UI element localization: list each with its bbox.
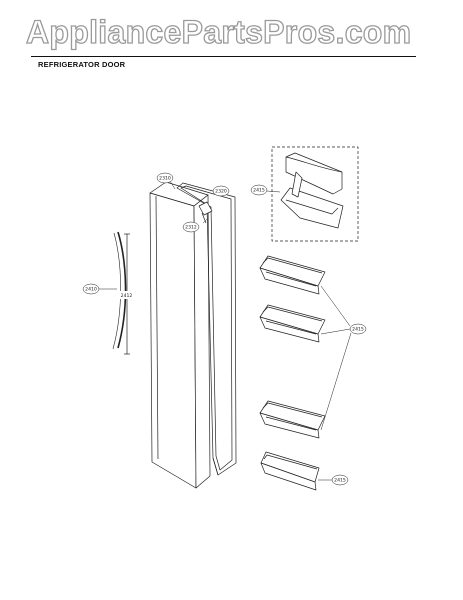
svg-text:2412: 2412: [121, 293, 133, 299]
door-panel: [149, 181, 211, 489]
door-bin-1: [259, 255, 326, 295]
callout-door-handle: 2410: [82, 283, 100, 295]
page-title: REFRIGERATOR DOOR: [38, 60, 126, 69]
svg-text:2310: 2310: [159, 176, 171, 182]
svg-text:2312: 2312: [185, 225, 197, 231]
door-bin-2: [259, 304, 326, 343]
door-bin-3: [259, 400, 326, 439]
svg-text:2415: 2415: [352, 327, 364, 333]
cap-strip: [198, 201, 213, 224]
svg-text:2320: 2320: [215, 189, 227, 195]
callout-cap-strip: 2312: [182, 221, 200, 233]
door-gasket: [176, 182, 237, 476]
callouts: 2310 2320 2312 2415 2410 2412 2415 2415: [82, 172, 367, 486]
callout-door-assembly: 2310: [156, 172, 174, 184]
svg-text:2415: 2415: [253, 188, 265, 194]
callout-dairy-basket: 2415: [250, 184, 268, 196]
bottom-door-bin: [260, 451, 320, 491]
door-handle: [112, 231, 127, 350]
callout-handle-bracket: 2412: [120, 291, 133, 299]
site-watermark: AppliancePartsPros.com: [25, 13, 412, 50]
dairy-compartment-group: [271, 146, 359, 242]
svg-text:2410: 2410: [85, 287, 97, 293]
callout-door-bins: 2415: [349, 323, 367, 335]
svg-text:2415: 2415: [334, 478, 346, 484]
callout-bottom-bin: 2415: [331, 474, 349, 486]
header-rule: [31, 56, 416, 57]
callout-gasket: 2320: [212, 185, 230, 197]
